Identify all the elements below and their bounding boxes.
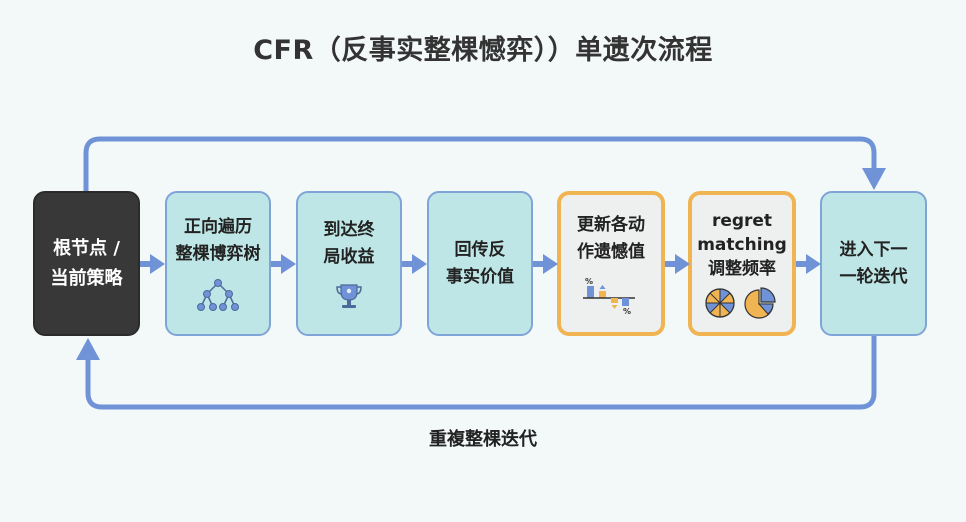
step-terminal-payoff: 到达终 局收益 [296, 191, 402, 336]
step-label: 根节点 / 当前策略 [50, 237, 123, 289]
trophy-icon [336, 283, 362, 308]
step-label: regret matching 调整频率 [697, 210, 787, 279]
step-next-iteration: 进入下一 一轮迭代 [820, 191, 927, 336]
arrow-right-icon [796, 254, 821, 274]
arrow-right-icon [533, 254, 558, 274]
bottom-loop-line [85, 336, 877, 410]
pie-charts-icon [705, 286, 776, 319]
top-loop-arrowhead [862, 168, 886, 190]
step-update-regret: 更新各动 作遗憾值 % % [557, 191, 665, 336]
arrow-right-icon [402, 254, 427, 274]
step-backprop-counterfactual: 回传反 事实价值 [427, 191, 533, 336]
weighted-pie-icon [744, 286, 776, 319]
loop-label: 重複整棵迭代 [429, 429, 537, 450]
step-label: 正向遍历 整棵博弈树 [175, 216, 261, 264]
step-label: 到达终 局收益 [323, 219, 375, 267]
step-label: 回传反 事实价值 [446, 239, 514, 287]
arrow-right-icon [665, 254, 690, 274]
step-label: 更新各动 作遗憾值 [577, 214, 645, 262]
step-label: 进入下一 一轮迭代 [839, 239, 908, 287]
regret-bar-chart-icon: % % [583, 277, 635, 316]
step-forward-traverse: 正向遍历 整棵博弈树 [165, 191, 271, 336]
arrow-right-icon [140, 254, 165, 274]
percent-label: % [623, 307, 631, 316]
step-root-strategy: 根节点 / 当前策略 [33, 191, 140, 336]
equal-pie-icon [705, 287, 735, 318]
percent-label: % [585, 277, 593, 286]
bottom-loop-arrowhead [76, 338, 100, 360]
top-loop-line [83, 136, 877, 191]
step-regret-matching: regret matching 调整频率 [688, 191, 796, 336]
arrow-right-icon [271, 254, 296, 274]
diagram-title: CFR（反事实整棵憾弈））单遗次流程 [253, 35, 713, 66]
tree-icon [197, 278, 239, 311]
